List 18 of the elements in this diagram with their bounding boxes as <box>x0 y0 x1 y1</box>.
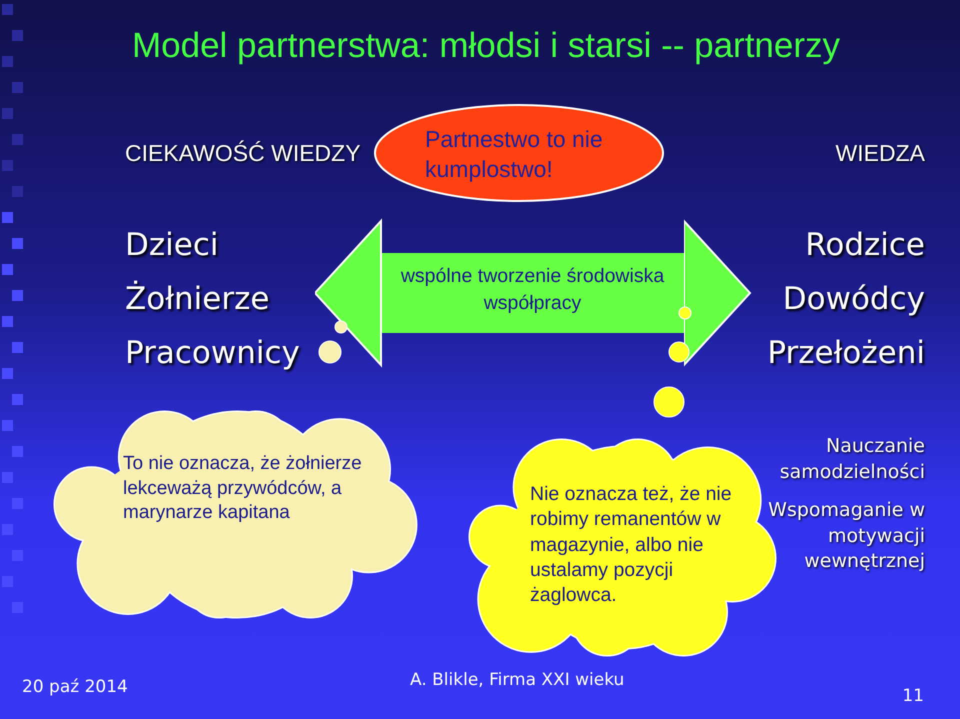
footer-source: A. Blikle, Firma XXI wieku <box>410 670 624 690</box>
side-note: Wspomaganie w motywacji wewnętrznej <box>767 498 925 574</box>
side-note: Nauczanie samodzielności <box>778 434 925 485</box>
double-arrow <box>314 220 751 366</box>
bubble-text: Partnestwo to nie kumplostwo! <box>425 125 604 184</box>
column-heading: CIEKAWOŚĆ WIEDZY <box>125 140 361 167</box>
bubble-text: Nie oznacza też, że nie robimy remanentów w magazynie, albo nie ustalamy pozycji żaglowca. <box>530 482 733 608</box>
slide-title: Model partnerstwa: młodsi i starsi -- partnerzy <box>132 26 840 66</box>
page-number: 11 <box>902 686 924 706</box>
column-heading: WIEDZA <box>836 140 925 167</box>
group-name: Żołnierze <box>125 280 270 319</box>
group-name: Przełożeni <box>766 334 925 373</box>
bubble-text: To nie oznacza, że żołnierze lekceważą przywódców, a marynarze kapitana <box>123 452 363 526</box>
group-name: Rodzice <box>804 226 925 265</box>
footer-date: 20 paź 2014 <box>22 677 128 697</box>
group-name: Dowódcy <box>782 280 925 319</box>
group-name: Pracownicy <box>125 334 301 373</box>
group-name: Dzieci <box>125 226 220 265</box>
